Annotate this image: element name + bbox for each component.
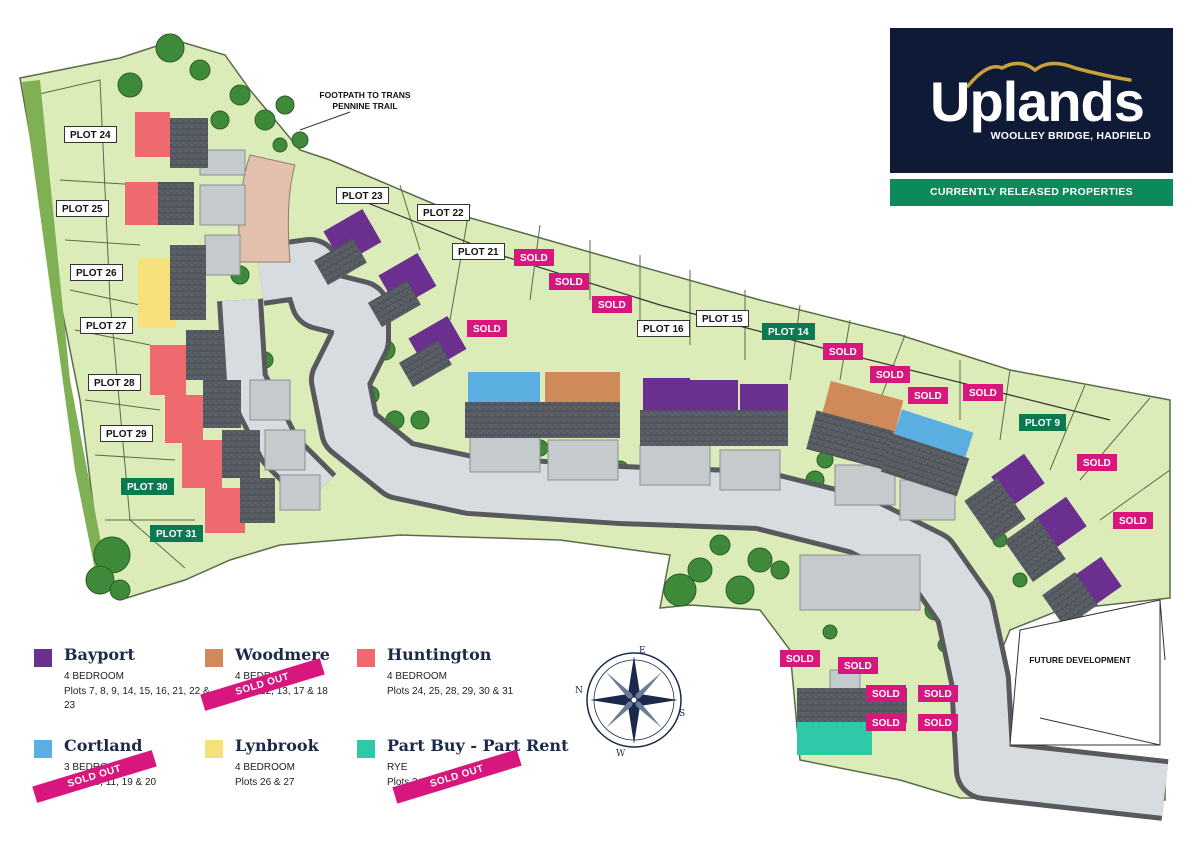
green-verge (22, 80, 110, 595)
sold-label: SOLD (866, 714, 906, 731)
sold-label: SOLD (467, 320, 507, 337)
plot-label[interactable]: PLOT 28 (88, 374, 141, 391)
legend-beds: RYE (387, 762, 408, 773)
brand-name: Uplands (930, 70, 1145, 133)
legend-name: Cortland (64, 736, 143, 755)
plot-label-released[interactable]: PLOT 30 (121, 478, 174, 495)
sold-label: SOLD (1113, 512, 1153, 529)
legend-plots: Plots 26 & 27 (235, 777, 295, 788)
plot-label[interactable]: PLOT 22 (417, 204, 470, 221)
legend-swatch (205, 740, 223, 758)
legend-name: Part Buy - Part Rent (387, 736, 569, 755)
legend-swatch (34, 740, 52, 758)
sold-label: SOLD (549, 273, 589, 290)
plot-label[interactable]: PLOT 27 (80, 317, 133, 334)
legend-plots: Plots 12, 13, 17 & 18 (235, 686, 328, 697)
plot-label[interactable]: PLOT 15 (696, 310, 749, 327)
legend-beds: 4 BEDROOM (387, 671, 448, 682)
legend-plots: Plots 10, 11, 19 & 20 (64, 777, 157, 788)
compass-n: N (575, 686, 583, 696)
legend-beds: 4 BEDROOM (64, 671, 125, 682)
plot-label[interactable]: PLOT 24 (64, 126, 117, 143)
brand-location: WOOLLEY BRIDGE, HADFIELD (990, 130, 1151, 142)
sold-label: SOLD (918, 685, 958, 702)
released-banner: CURRENTLY RELEASED PROPERTIES (890, 179, 1173, 206)
plot-label[interactable]: PLOT 26 (70, 264, 123, 281)
house-cortland (468, 372, 974, 466)
uplands-logo: Uplands WOOLLEY BRIDGE, HADFIELD (890, 28, 1173, 173)
plot-lines (59, 179, 1171, 521)
legend-swatch (205, 649, 223, 667)
sold-label: SOLD (823, 343, 863, 360)
footpath-note: FOOTPATH TO TRANS PENNINE TRAIL (319, 90, 411, 111)
compass-rose (586, 652, 682, 748)
legend-swatch (357, 740, 375, 758)
legend-name: Huntington (387, 645, 492, 664)
plot-label[interactable]: PLOT 21 (452, 243, 505, 260)
house-huntington (125, 112, 275, 533)
sold-label: SOLD (1077, 454, 1117, 471)
sold-label: SOLD (514, 249, 554, 266)
inner-boundary (34, 79, 186, 569)
compass-s: S (679, 709, 685, 719)
legend-swatch (357, 649, 375, 667)
plot-label[interactable]: PLOT 23 (336, 187, 389, 204)
plot-label-released[interactable]: PLOT 14 (762, 323, 815, 340)
hills-logo-mark (966, 61, 1132, 88)
parking-bays (199, 149, 956, 701)
sold-label: SOLD (963, 384, 1003, 401)
compass-e: E (639, 646, 646, 656)
future-development-note: FUTURE DEVELOPMENT (1029, 655, 1131, 665)
main-road (256, 242, 1168, 816)
plot-label-released[interactable]: PLOT 31 (150, 525, 203, 542)
footpath (238, 154, 296, 263)
sold-label: SOLD (866, 685, 906, 702)
sold-label: SOLD (918, 714, 958, 731)
legend-beds: 4 BEDROOM (235, 762, 296, 773)
legend-plots: Plots 24, 25, 28, 29, 30 & 31 (387, 686, 514, 697)
legend-name: Bayport (64, 645, 135, 664)
legend-name: Woodmere (235, 645, 330, 664)
legend-swatch (34, 649, 52, 667)
house-lynbrook (138, 245, 206, 328)
compass-w: W (616, 749, 626, 759)
house-roofs-row (465, 402, 1098, 628)
plot-label-released[interactable]: PLOT 9 (1019, 414, 1067, 431)
legend-name: Lynbrook (235, 736, 319, 755)
sold-label: SOLD (780, 650, 820, 667)
plot-label[interactable]: PLOT 29 (100, 425, 153, 442)
sold-label: SOLD (870, 366, 910, 383)
sold-label: SOLD (908, 387, 948, 404)
legend-plots: Plots 7, 8, 9, 14, 15, 16, 21, 22 & 23 (64, 686, 210, 711)
plot-label[interactable]: PLOT 25 (56, 200, 109, 217)
sold-label: SOLD (592, 296, 632, 313)
plot-label[interactable]: PLOT 16 (637, 320, 690, 337)
sold-label: SOLD (838, 657, 878, 674)
